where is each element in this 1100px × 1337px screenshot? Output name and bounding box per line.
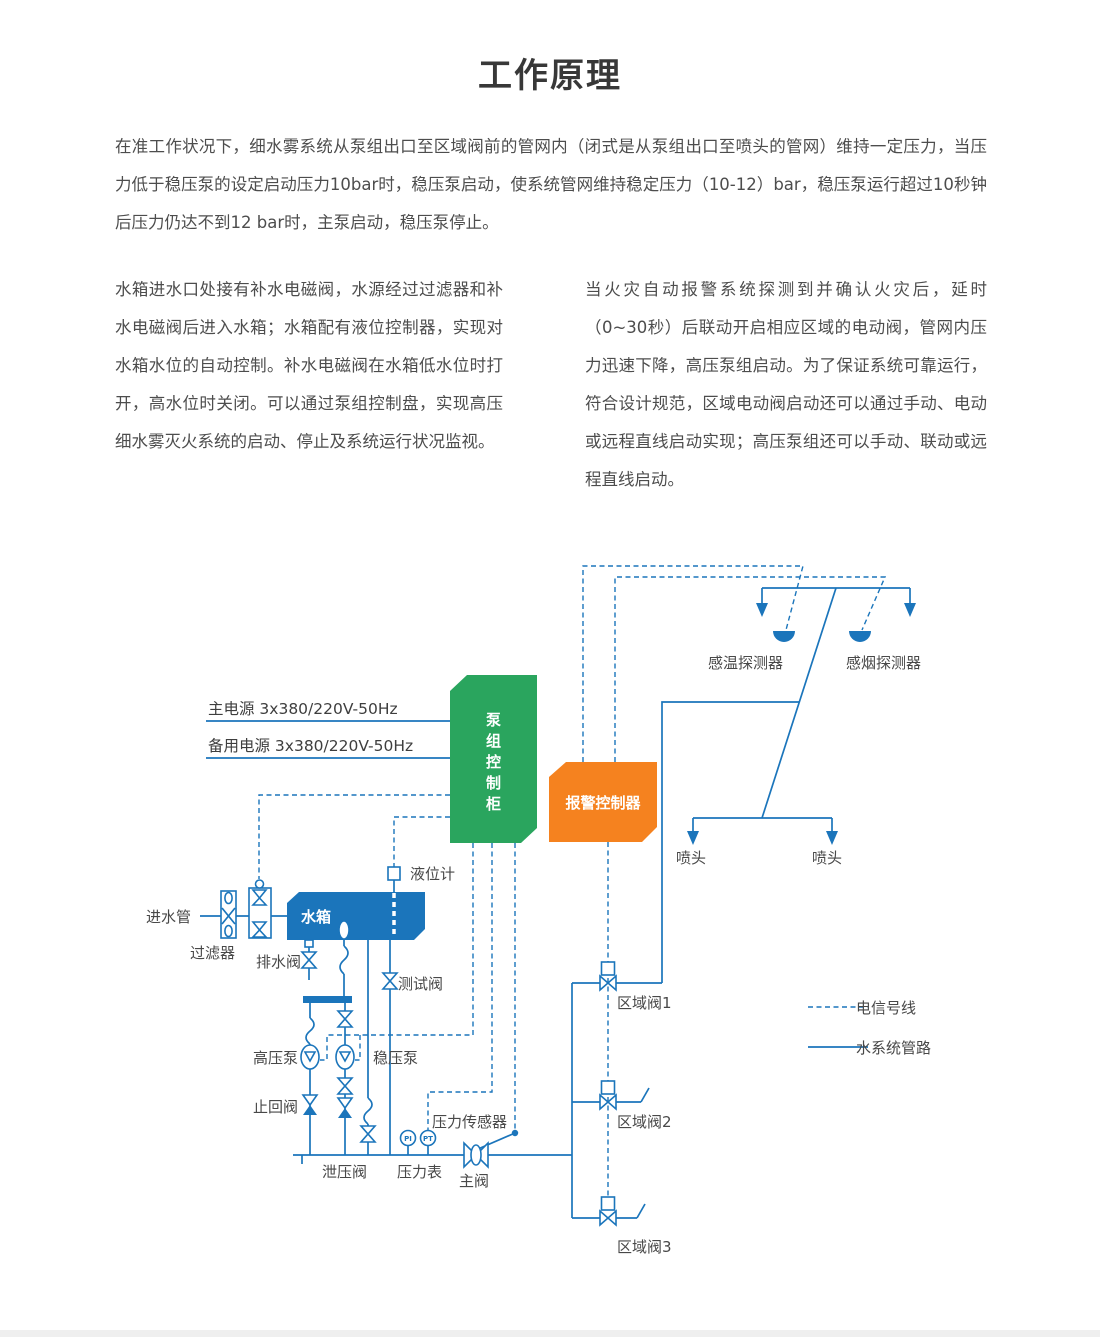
check-valve-icon	[301, 1094, 319, 1115]
component-symbols: PI PT	[220, 866, 617, 1227]
riser-to-branches	[661, 701, 799, 983]
main-valve-label: 主阀	[459, 1172, 489, 1190]
down-arrow	[756, 603, 768, 617]
legend-pipe-label: 水系统管路	[856, 1039, 931, 1057]
tank-outlet-wave	[339, 945, 349, 975]
level-gauge-label: 液位计	[410, 865, 455, 883]
zone3-end-tick	[636, 1203, 646, 1219]
signal-solenoid	[258, 794, 450, 879]
smoke-detector-label: 感烟探测器	[846, 654, 921, 672]
valve-icon	[336, 1077, 354, 1095]
stabilizer-pump-icon	[335, 1044, 355, 1070]
signal-lines	[258, 565, 887, 1200]
relief-valve-icon	[359, 1125, 377, 1143]
check-valve-label: 止回阀	[253, 1098, 298, 1116]
water-tank	[287, 866, 425, 940]
gauge-pi-text: PI	[404, 1135, 412, 1143]
down-arrow	[687, 831, 699, 845]
signal-pumps	[320, 843, 474, 1061]
signal-temp-detector	[582, 565, 804, 762]
pressure-sensor-label: 压力传感器	[432, 1113, 507, 1131]
drain-valve-icon	[300, 939, 318, 969]
valve-icon	[336, 1010, 354, 1028]
zone-valve2-label: 区域阀2	[617, 1113, 672, 1131]
signal-level-gauge	[393, 816, 450, 867]
down-arrow	[904, 603, 916, 617]
hp-pump-label: 高压泵	[253, 1049, 298, 1067]
zone-valve-3-icon	[599, 1196, 617, 1227]
test-valve-icon	[381, 972, 399, 990]
test-valve-label: 测试阀	[398, 975, 443, 993]
gauge-pt-text: PT	[423, 1135, 433, 1143]
power-main-label: 主电源 3x380/220V-50Hz	[208, 700, 398, 718]
nozzle-right-label: 喷头	[812, 849, 842, 867]
zone-valve-1-icon	[599, 961, 617, 992]
page-title: 工作原理	[478, 56, 622, 96]
relief-valve-label: 泄压阀	[322, 1163, 367, 1181]
legend-signal-label: 电信号线	[856, 999, 916, 1017]
zone-valve-2-icon	[599, 1080, 617, 1111]
zone2-end-tick	[640, 1087, 650, 1103]
alarm-controller-label: 报警控制器	[565, 794, 641, 812]
nozzle-left-label: 喷头	[676, 849, 706, 867]
pressure-gauge-label: 压力表	[397, 1163, 442, 1181]
alarm-controller-box	[549, 762, 657, 842]
relief-wave	[363, 1097, 373, 1125]
hp-pump-wave	[305, 1017, 315, 1045]
right-column-paragraph: 当火灾自动报警系统探测到并确认火灾后，延时（0~30秒）后联动开启相应区域的电动…	[585, 280, 987, 489]
water-tank-label: 水箱	[301, 908, 331, 926]
pressure-sensor-dot	[511, 1129, 519, 1137]
pressure-gauge-pt-icon: PT	[419, 1129, 437, 1147]
arrowheads	[511, 603, 916, 1137]
hp-pump-icon	[300, 1044, 320, 1070]
down-arrow	[826, 831, 838, 845]
temp-detector-icon	[773, 631, 795, 642]
stabilizer-pump-label: 稳压泵	[373, 1049, 418, 1067]
pump-cabinet-label: 泵组控制柜	[484, 712, 502, 817]
check-valve-icon	[336, 1097, 354, 1118]
inlet-pipe-label: 进水管	[146, 908, 191, 926]
zone-valve1-label: 区域阀1	[617, 994, 672, 1012]
power-backup-label: 备用电源 3x380/220V-50Hz	[208, 737, 413, 755]
drain-valve-label: 排水阀	[256, 953, 301, 971]
pump-cabinet-box	[450, 675, 537, 843]
zone-valve3-label: 区域阀3	[617, 1238, 672, 1256]
pressure-gauge-pi-icon: PI	[399, 1129, 417, 1147]
filter-icon	[220, 890, 237, 939]
branch-diagonal	[761, 587, 837, 819]
intro-paragraph: 在准工作状况下，细水雾系统从泵组出口至区域阀前的管网内（闭式是从泵组出口至喷头的…	[115, 137, 987, 232]
main-valve-icon	[463, 1141, 489, 1169]
smoke-detector-icon	[849, 631, 871, 642]
diagram-labels: 主电源 3x380/220V-50Hz 备用电源 3x380/220V-50Hz…	[146, 654, 931, 1256]
level-gauge-icon	[387, 866, 401, 881]
water-pipes	[200, 587, 911, 1219]
temp-detector-label: 感温探测器	[708, 654, 783, 672]
page-bottom-divider	[0, 1330, 1100, 1337]
signal-pt-gauge	[427, 843, 493, 1131]
solenoid-valve-icon	[248, 879, 272, 939]
left-column-paragraph: 水箱进水口处接有补水电磁阀，水源经过过滤器和补水电磁阀后进入水箱；水箱配有液位控…	[115, 280, 503, 451]
filter-label: 过滤器	[190, 944, 235, 962]
suction-header	[303, 996, 352, 1003]
signal-pumps-branch	[355, 1035, 361, 1061]
